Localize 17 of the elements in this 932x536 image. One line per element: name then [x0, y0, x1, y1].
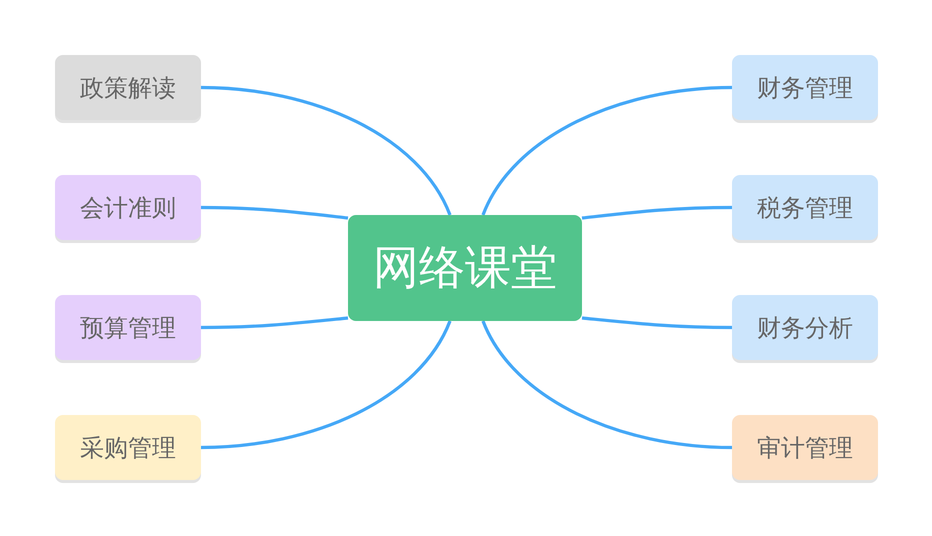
topic-box: 税务管理 [732, 175, 878, 240]
topic-box: 采购管理 [55, 415, 201, 480]
topic-box: 财务分析 [732, 295, 878, 360]
connector-curve [200, 206, 348, 220]
connector-curve [200, 320, 452, 450]
connector-curve [582, 206, 732, 220]
topic-box: 政策解读 [55, 55, 201, 120]
topic-box: 预算管理 [55, 295, 201, 360]
topic-box: 审计管理 [732, 415, 878, 480]
connector-curve [200, 316, 348, 330]
connector-curve [582, 316, 732, 330]
topic-box: 会计准则 [55, 175, 201, 240]
connector-curve [482, 320, 732, 450]
topic-box: 财务管理 [732, 55, 878, 120]
central-topic-box: 网络课堂 [348, 215, 582, 321]
connector-curve [482, 86, 732, 216]
connector-curve [200, 86, 452, 216]
